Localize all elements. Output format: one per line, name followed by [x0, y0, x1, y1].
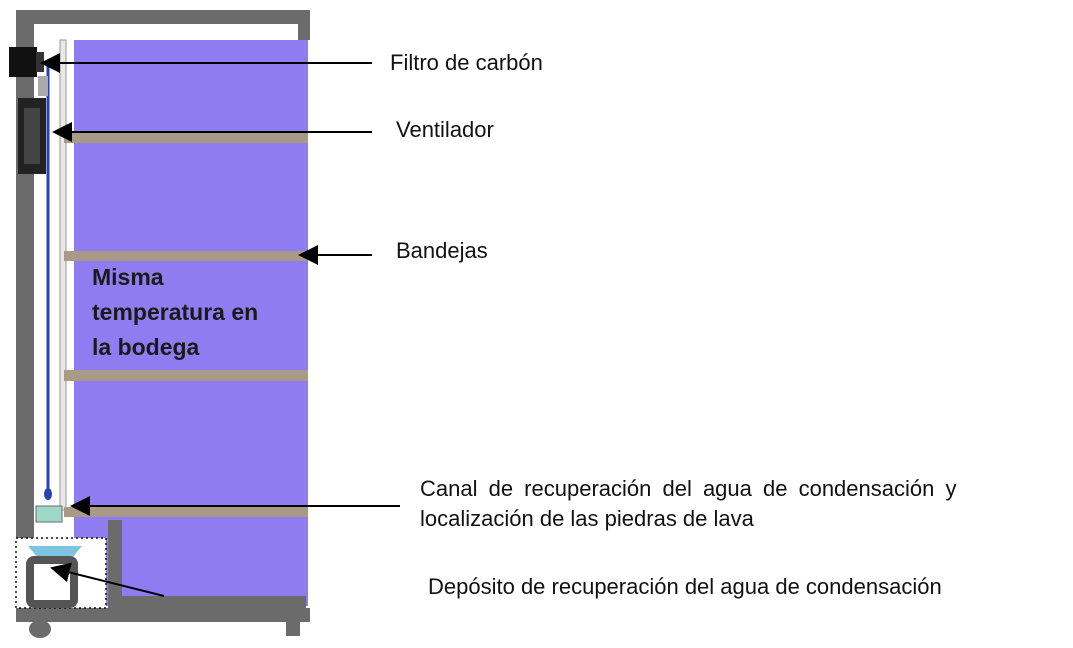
cabinet-back-wall	[18, 10, 34, 540]
label-fan: Ventilador	[396, 117, 494, 142]
water-drop	[44, 488, 52, 500]
shelf-2	[64, 251, 308, 261]
label-channel-line-1: Canal de recuperación del agua de conden…	[420, 476, 957, 501]
cabinet-right-top-edge	[298, 10, 310, 40]
label-reservoir: Depósito de recuperación del agua de con…	[428, 574, 942, 599]
shelf-1	[64, 133, 308, 143]
cabinet-foot-left	[29, 620, 51, 638]
water-tray	[28, 546, 82, 558]
inner-channel-wall	[59, 39, 67, 511]
label-trays: Bandejas	[396, 238, 488, 263]
shelf-3	[64, 370, 308, 381]
bottom-compartment-wall	[108, 520, 306, 610]
inner-text-line-1: Misma	[92, 264, 164, 290]
cabinet-foot-right	[286, 622, 300, 636]
cabinet-top	[18, 10, 310, 24]
inner-text-line-3: la bodega	[92, 334, 200, 360]
label-channel-line-2: localización de las piedras de lava	[420, 506, 754, 531]
shelf-4	[64, 507, 308, 517]
reservoir-tank	[26, 556, 78, 608]
label-carbon-filter: Filtro de carbón	[390, 50, 543, 75]
inner-text-line-2: temperatura en	[92, 299, 259, 325]
arrow-reservoir	[50, 562, 165, 597]
carbon-filter-block	[9, 47, 37, 77]
lava-stone-channel	[35, 505, 63, 523]
cabinet-floor	[16, 608, 310, 622]
fan-grill	[24, 108, 40, 164]
inner-temperature-text: Misma temperatura en la bodega	[92, 260, 258, 365]
filter-mount	[38, 76, 48, 96]
